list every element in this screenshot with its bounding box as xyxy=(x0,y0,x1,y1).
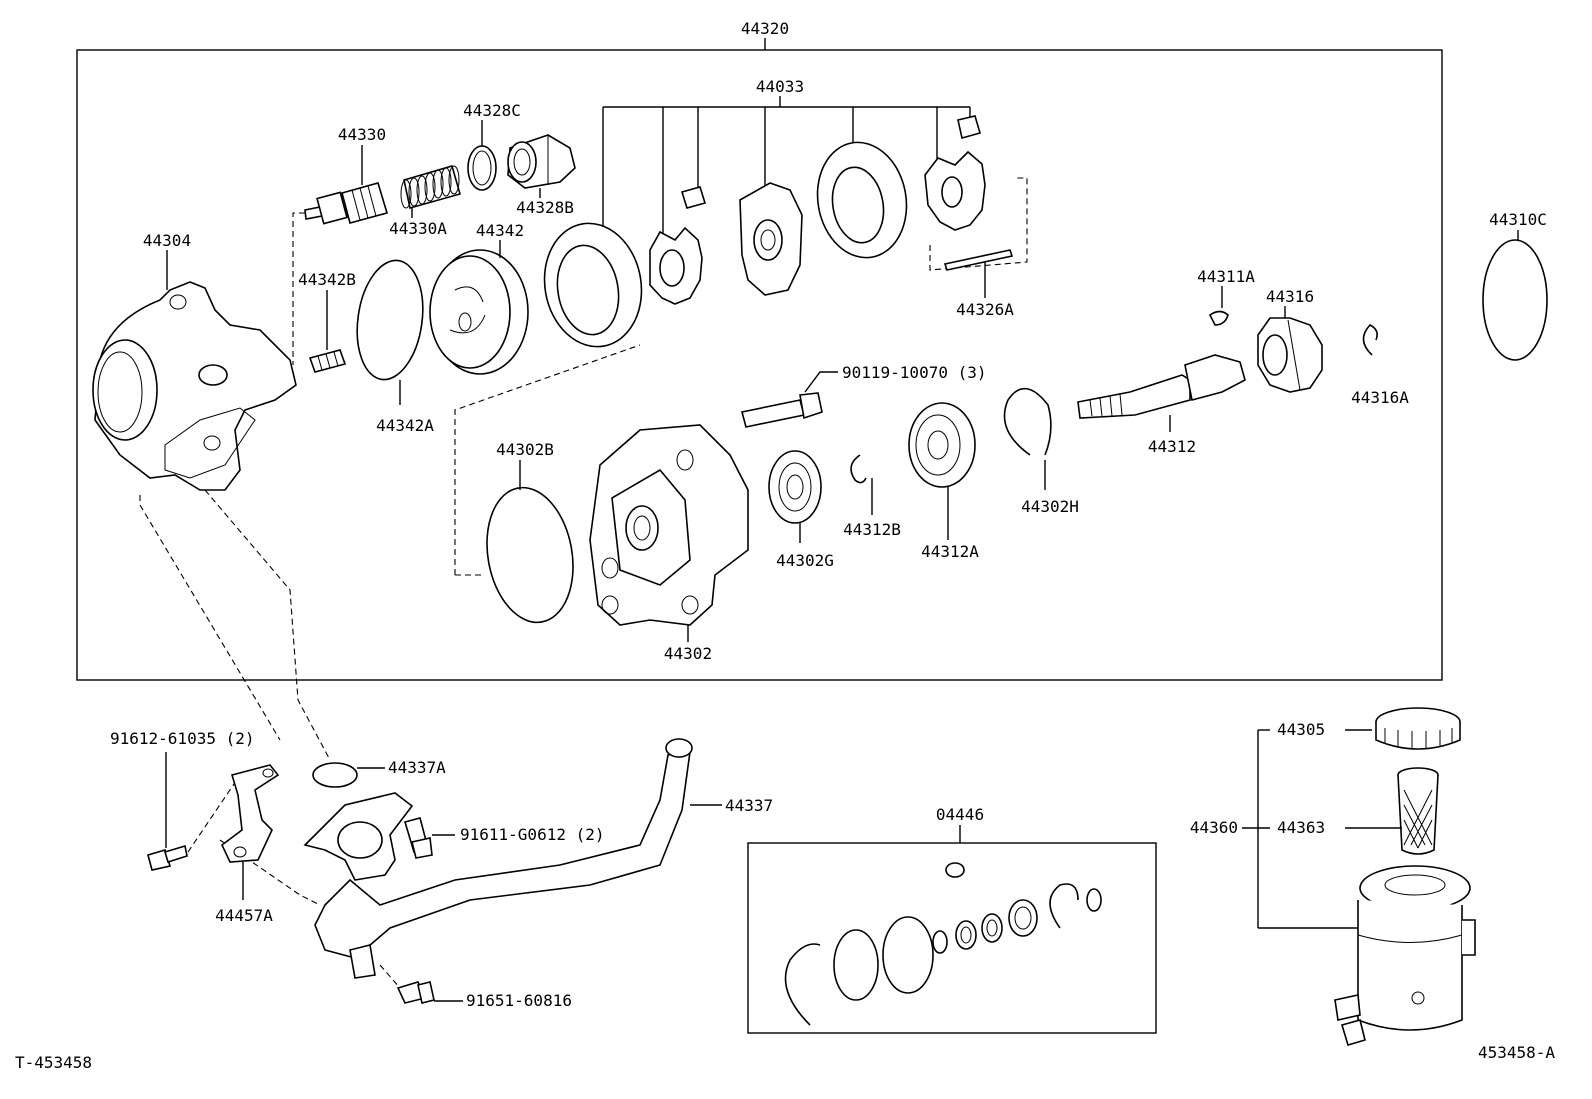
pressure-ring xyxy=(816,141,908,259)
label-44312: 44312 xyxy=(1148,437,1196,456)
label-44337a: 44337A xyxy=(388,758,446,777)
o-ring-44337a xyxy=(312,762,358,788)
label-44302h: 44302H xyxy=(1021,497,1079,516)
label-44337: 44337 xyxy=(725,796,773,815)
snap-ring-44312b xyxy=(850,454,867,484)
vane-2 xyxy=(957,115,981,139)
leader-44033 xyxy=(602,96,971,235)
label-44363: 44363 xyxy=(1277,818,1325,837)
label-44342a: 44342A xyxy=(376,416,434,435)
label-91612: 91612-61035 (2) xyxy=(110,729,255,748)
filter-44363 xyxy=(1397,767,1439,855)
flow-valve-44330 xyxy=(304,182,389,225)
pipe-44337 xyxy=(303,738,693,979)
bolt-90119 xyxy=(741,392,823,428)
bracket-44457a xyxy=(220,764,280,863)
pump-housing-44304 xyxy=(92,281,297,491)
gasket-kit-parts xyxy=(784,862,1102,1026)
label-91651: 91651-60816 xyxy=(466,991,572,1010)
label-04446: 04446 xyxy=(936,805,984,824)
key-44311a xyxy=(1208,310,1229,326)
bearing-44302g xyxy=(768,450,822,524)
gear-44316 xyxy=(1257,317,1323,393)
gasket-kit-box xyxy=(747,842,1157,1034)
o-ring-44342a xyxy=(356,259,424,381)
rotor-2 xyxy=(924,150,986,231)
side-plate-44342 xyxy=(429,249,529,375)
label-44342b: 44342B xyxy=(298,270,356,289)
diagram-id-right: 453458-A xyxy=(1478,1043,1555,1062)
label-44305: 44305 xyxy=(1277,720,1325,739)
label-44330: 44330 xyxy=(338,125,386,144)
leader-44360 xyxy=(1242,729,1402,929)
reservoir-tank xyxy=(1334,865,1476,1046)
label-44312b: 44312B xyxy=(843,520,901,539)
o-ring-44328c xyxy=(467,145,497,191)
bolt-91611 xyxy=(403,817,433,859)
shaft-44312 xyxy=(1077,354,1246,419)
pump-assembly-box xyxy=(76,49,1443,681)
label-91611: 91611-G0612 (2) xyxy=(460,825,605,844)
rotor xyxy=(649,226,703,305)
label-44302b: 44302B xyxy=(496,440,554,459)
label-44320: 44320 xyxy=(741,19,789,38)
label-44330a: 44330A xyxy=(389,219,447,238)
snap-ring-44302h xyxy=(1003,387,1052,456)
label-44457a: 44457A xyxy=(215,906,273,925)
bolt-91612 xyxy=(147,844,188,871)
label-44342: 44342 xyxy=(476,221,524,240)
bolt-91651 xyxy=(396,981,435,1004)
diagram-id-left: T-453458 xyxy=(15,1053,92,1072)
spring-44342b xyxy=(308,349,347,373)
label-44312a: 44312A xyxy=(921,542,979,561)
spring-44330a xyxy=(400,165,461,209)
o-ring-44302b xyxy=(486,486,574,624)
vane xyxy=(680,186,707,209)
clip-44316a xyxy=(1362,324,1378,356)
label-44302: 44302 xyxy=(664,644,712,663)
label-44304: 44304 xyxy=(143,231,191,250)
front-housing-44302 xyxy=(589,424,749,626)
label-44328c: 44328C xyxy=(463,101,521,120)
cam-ring xyxy=(543,222,643,348)
label-44310c: 44310C xyxy=(1489,210,1547,229)
label-44328b: 44328B xyxy=(516,198,574,217)
bearing-44312a xyxy=(908,402,976,488)
reservoir-cap-44305 xyxy=(1375,707,1461,750)
plug-44328b xyxy=(507,134,576,189)
cam-plate xyxy=(739,182,803,296)
label-44033: 44033 xyxy=(756,77,804,96)
label-90119: 90119-10070 (3) xyxy=(842,363,987,382)
pin-44326a xyxy=(943,249,1014,271)
label-44302g: 44302G xyxy=(776,551,834,570)
label-44316a: 44316A xyxy=(1351,388,1409,407)
label-44326a: 44326A xyxy=(956,300,1014,319)
o-ring-44310c xyxy=(1482,239,1548,361)
label-44360: 44360 xyxy=(1190,818,1238,837)
label-44316: 44316 xyxy=(1266,287,1314,306)
label-44311a: 44311A xyxy=(1197,267,1255,286)
